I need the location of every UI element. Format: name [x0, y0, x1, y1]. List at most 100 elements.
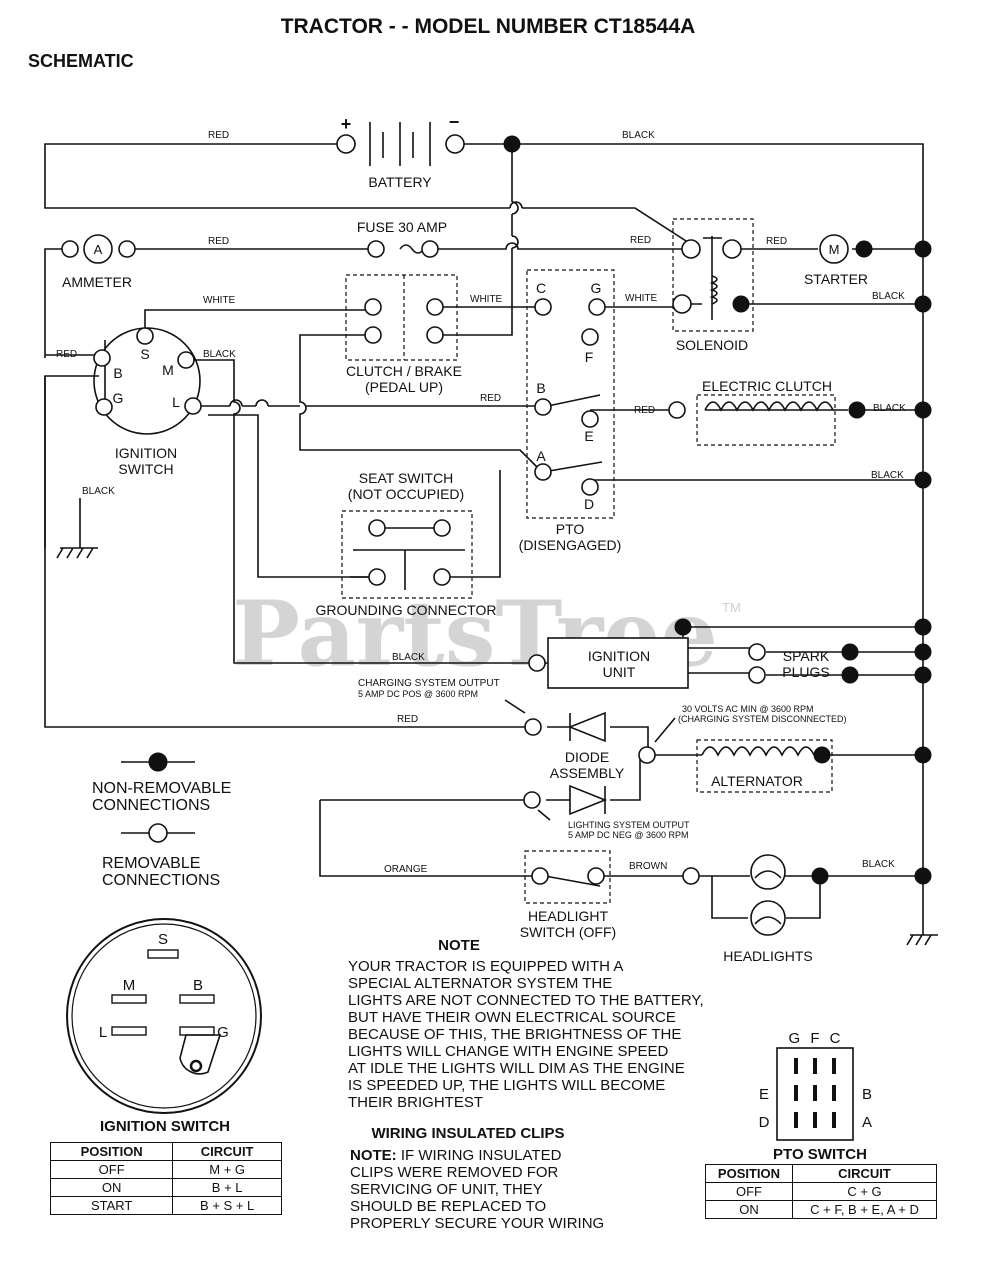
- legend-non-removable-2: CONNECTIONS: [92, 797, 210, 814]
- legend: NON-REMOVABLE CONNECTIONS REMOVABLE CONN…: [92, 752, 231, 889]
- ignition-switch-table: POSITION CIRCUIT OFF M + G ON B + L STAR…: [49, 1142, 282, 1215]
- ignition-unit-label: IGNITION: [588, 648, 650, 664]
- seat-switch: SEAT SWITCH (NOT OCCUPIED) GROUNDING CON…: [316, 470, 497, 618]
- lighting-output-line2: 5 AMP DC NEG @ 3600 RPM: [568, 830, 689, 840]
- wire-label-brown: BROWN: [629, 861, 667, 872]
- watermark-tm: TM: [722, 600, 741, 615]
- clips-line-3: SHOULD BE REPLACED TO: [350, 1198, 547, 1215]
- pto-face-e: E: [759, 1086, 769, 1103]
- note-line: BECAUSE OF THIS, THE BRIGHTNESS OF THE: [348, 1026, 682, 1043]
- pto-term-e: E: [584, 428, 593, 444]
- headlights-label: HEADLIGHTS: [723, 948, 812, 964]
- pto-face-a: A: [862, 1114, 872, 1131]
- pto-row-1-position: ON: [705, 1200, 793, 1219]
- table-row: OFF M + G: [49, 1160, 282, 1179]
- clutch-brake-sublabel: (PEDAL UP): [365, 379, 443, 395]
- note-line: LIGHTS WILL CHANGE WITH ENGINE SPEED: [348, 1043, 669, 1060]
- pto-term-d: D: [584, 496, 594, 512]
- wire-label-red-ign: RED: [56, 349, 77, 360]
- note-line: THEIR BRIGHTEST: [348, 1094, 484, 1111]
- headlight-switch-sublabel: SWITCH (OFF): [520, 924, 616, 940]
- clutch-brake-switch: CLUTCH / BRAKE (PEDAL UP): [346, 298, 462, 395]
- table-row: OFF C + G: [705, 1182, 938, 1201]
- wire-label-black-solenoid: BLACK: [872, 291, 905, 302]
- lighting-output-line1: LIGHTING SYSTEM OUTPUT: [568, 820, 690, 830]
- wire-labels: RED BLACK RED RED RED BLACK WHITE WHITE …: [56, 130, 906, 875]
- starter: M STARTER: [804, 234, 873, 287]
- pto-switch-face: G F C E B D A: [759, 1030, 872, 1141]
- legend-non-removable-1: NON-REMOVABLE: [92, 780, 231, 797]
- ign-term-g: G: [113, 390, 124, 406]
- pto-term-b: B: [536, 380, 545, 396]
- ignition-unit-sublabel: UNIT: [603, 664, 636, 680]
- ammeter: A AMMETER: [61, 234, 136, 290]
- ign-table-header-circuit: CIRCUIT: [172, 1142, 282, 1161]
- seat-switch-label: SEAT SWITCH: [359, 470, 453, 486]
- battery-plus: +: [341, 114, 352, 134]
- clips-line-2: SERVICING OF UNIT, THEY: [350, 1181, 543, 1198]
- headlight-switch: HEADLIGHT SWITCH (OFF): [520, 867, 700, 940]
- wires: [44, 143, 938, 946]
- battery-label: BATTERY: [368, 174, 432, 190]
- battery-minus: −: [449, 112, 460, 132]
- fuse-label: FUSE 30 AMP: [357, 219, 447, 235]
- spark-plugs-sublabel: PLUGS: [782, 664, 829, 680]
- diode-sublabel: ASSEMBLY: [550, 765, 625, 781]
- clutch-brake-label: CLUTCH / BRAKE: [346, 363, 462, 379]
- wire-label-black-pto-d: BLACK: [871, 470, 904, 481]
- headlight-switch-label: HEADLIGHT: [528, 908, 609, 924]
- ign-row-2-circuit: B + S + L: [172, 1196, 282, 1215]
- note-line: LIGHTS ARE NOT CONNECTED TO THE BATTERY,: [348, 992, 704, 1009]
- pto-switch-table: POSITION CIRCUIT OFF C + G ON C + F, B +…: [705, 1164, 938, 1219]
- ignition-table-caption: IGNITION SWITCH: [100, 1118, 230, 1135]
- wire-label-red-ammeter: RED: [208, 236, 229, 247]
- pto-row-0-position: OFF: [705, 1182, 793, 1201]
- ignition-switch-face: S M B L G: [66, 918, 262, 1114]
- alternator: ALTERNATOR: [701, 746, 831, 789]
- ign-term-l: L: [172, 394, 180, 410]
- note-line: BUT HAVE THEIR OWN ELECTRICAL SOURCE: [348, 1009, 676, 1026]
- ammeter-label: AMMETER: [62, 274, 132, 290]
- solenoid-label: SOLENOID: [676, 337, 748, 353]
- wire-label-red-solenoid: RED: [630, 235, 651, 246]
- face-term-m: M: [123, 977, 136, 994]
- wire-label-red-clutch: RED: [634, 405, 655, 416]
- charging-output-line2: 5 AMP DC POS @ 3600 RPM: [358, 689, 478, 699]
- ign-table-header-position: POSITION: [49, 1142, 174, 1161]
- grounding-connector-label: GROUNDING CONNECTOR: [316, 602, 497, 618]
- legend-removable-2: CONNECTIONS: [102, 872, 220, 889]
- face-term-s: S: [158, 931, 168, 948]
- pto-label: PTO: [556, 521, 585, 537]
- starter-symbol: M: [829, 242, 840, 257]
- volts-ac-line2: (CHARGING SYSTEM DISCONNECTED): [678, 714, 847, 724]
- page-title: TRACTOR - - MODEL NUMBER CT18544A: [281, 15, 696, 38]
- clips-note-lead: NOTE:: [350, 1147, 397, 1164]
- ignition-switch-sublabel: SWITCH: [118, 461, 173, 477]
- pto-sublabel: (DISENGAGED): [519, 537, 622, 553]
- wire-label-white-2: WHITE: [470, 294, 503, 305]
- spark-plugs: SPARK PLUGS: [748, 643, 859, 684]
- wire-label-black-ign: BLACK: [203, 349, 236, 360]
- pto-term-c: C: [536, 280, 546, 296]
- wire-label-red-pto: RED: [480, 393, 501, 404]
- pto-face-top: G F C: [789, 1030, 844, 1047]
- note-line: IS SPEEDED UP, THE LIGHTS WILL BECOME: [348, 1077, 666, 1094]
- pto-table-caption: PTO SWITCH: [773, 1146, 867, 1163]
- ign-row-0-circuit: M + G: [172, 1160, 282, 1179]
- fuse: FUSE 30 AMP: [357, 219, 447, 258]
- wire-label-red-charging: RED: [397, 714, 418, 725]
- ignition-switch-label: IGNITION: [115, 445, 177, 461]
- battery: + − BATTERY: [336, 112, 465, 190]
- pto-face-d: D: [759, 1114, 770, 1131]
- spark-plugs-label: SPARK: [783, 648, 830, 664]
- wire-label-orange: ORANGE: [384, 864, 428, 875]
- face-term-g: G: [217, 1024, 229, 1041]
- electric-clutch: ELECTRIC CLUTCH: [668, 378, 866, 419]
- ignition-switch: S B M G L IGNITION SWITCH: [93, 327, 202, 477]
- wire-label-black-ground: BLACK: [82, 486, 115, 497]
- pto-face-b: B: [862, 1086, 872, 1103]
- starter-label: STARTER: [804, 271, 868, 287]
- clips-line-1: CLIPS WERE REMOVED FOR: [350, 1164, 559, 1181]
- clips-heading: WIRING INSULATED CLIPS: [371, 1125, 564, 1142]
